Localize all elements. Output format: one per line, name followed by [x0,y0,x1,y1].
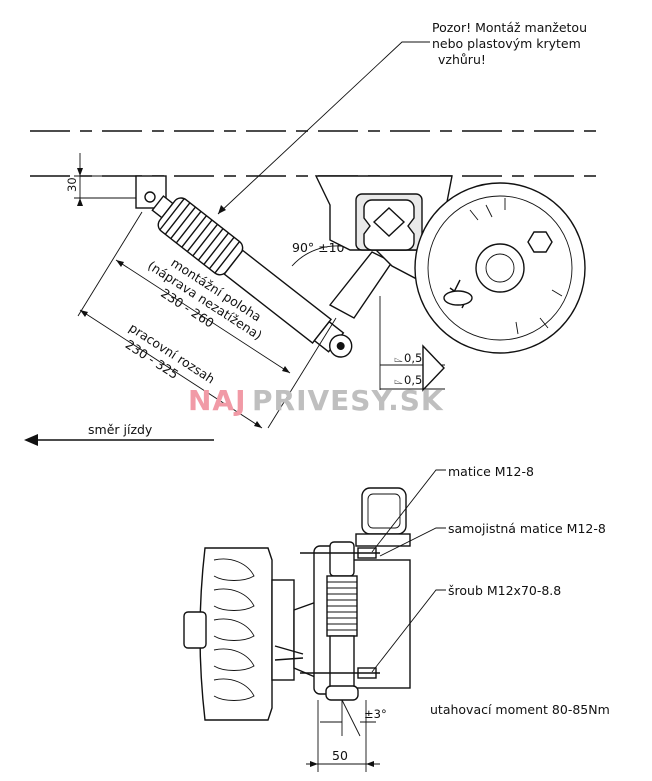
width-dim-arrow-2 [366,761,374,767]
nut-label: matice M12-8 [448,464,534,479]
axle-core-square [372,207,406,237]
warning-line-1: Pozor! Montáž manžetou [432,20,587,35]
height-dim-arrow-2 [77,198,83,206]
drum-slots [469,198,563,335]
drum-back-plate [271,579,295,681]
direction-arrow-icon [24,434,38,446]
height-dim-value: 30 [65,177,79,192]
lower-bolt [336,341,345,350]
nut-leader [371,469,446,553]
tilt-limit-line [341,699,361,737]
warning-leader [217,41,430,215]
tolerance-value-1: 0,5 [404,351,422,365]
watermark: NAJ PRIVESY.SK [188,384,444,417]
frame-profile [361,487,407,535]
brake-drum-inner [427,195,573,341]
locknut-leader [379,527,446,557]
tolerance-symbol-2: ⌳ [394,373,404,387]
work-dim-arrow-2 [254,421,262,428]
tolerance-value-2: 0,5 [404,373,422,387]
tolerance-symbol-1: ⌳ [394,351,404,365]
mount-dim-arrow-2 [282,366,290,373]
watermark-part-1: NAJ [188,384,247,417]
shock-bellows-folds [327,581,357,631]
watermark-part-2: PRIVESY.SK [252,384,444,417]
dim-ext-right [267,317,337,429]
hub [475,243,525,293]
shock-absorber [151,195,353,358]
warning-line-3: vzhůru! [438,52,486,67]
top-view: Pozor! Montáž manžetou nebo plastovým kr… [24,20,604,446]
width-dim-arrow-1 [310,761,318,767]
frame-clamp [355,533,411,547]
direction-label: směr jízdy [88,422,153,437]
mount-dim-line [115,259,291,374]
hub-nut [527,231,553,253]
warning-leader-arrow [218,205,226,214]
brake-cable-wing [443,290,473,306]
upper-bolt [144,191,156,203]
shock-cylinder [329,635,355,689]
shock-bottom-eye [325,685,359,701]
bolt-leader [371,589,446,673]
wheel-hub-cap [183,611,207,649]
brake-cable [274,645,304,661]
tilt-label: ±3° [364,707,387,721]
torque-label: utahovací moment 80-85Nm [430,702,610,717]
drum-side [199,547,273,721]
swing-arm [328,251,394,319]
locknut-label: samojistná matice M12-8 [448,521,606,536]
mount-dim-arrow-1 [116,260,124,267]
dim-ext-left [77,211,143,317]
hub-inner [485,253,515,283]
bolt-label: šroub M12x70-8.8 [448,583,561,598]
frame-profile-inner [367,493,401,529]
width-dim-value: 50 [332,748,348,763]
height-dim-arrow-1 [77,168,83,176]
drum-cooling-fins [213,558,255,701]
shock-top-eye [329,541,355,577]
bottom-view: matice M12-8 samojistná matice M12-8 šro… [183,464,610,772]
work-dim-arrow-1 [80,310,88,317]
warning-line-2: nebo plastovým krytem [432,36,581,51]
work-dim-line [79,309,263,429]
